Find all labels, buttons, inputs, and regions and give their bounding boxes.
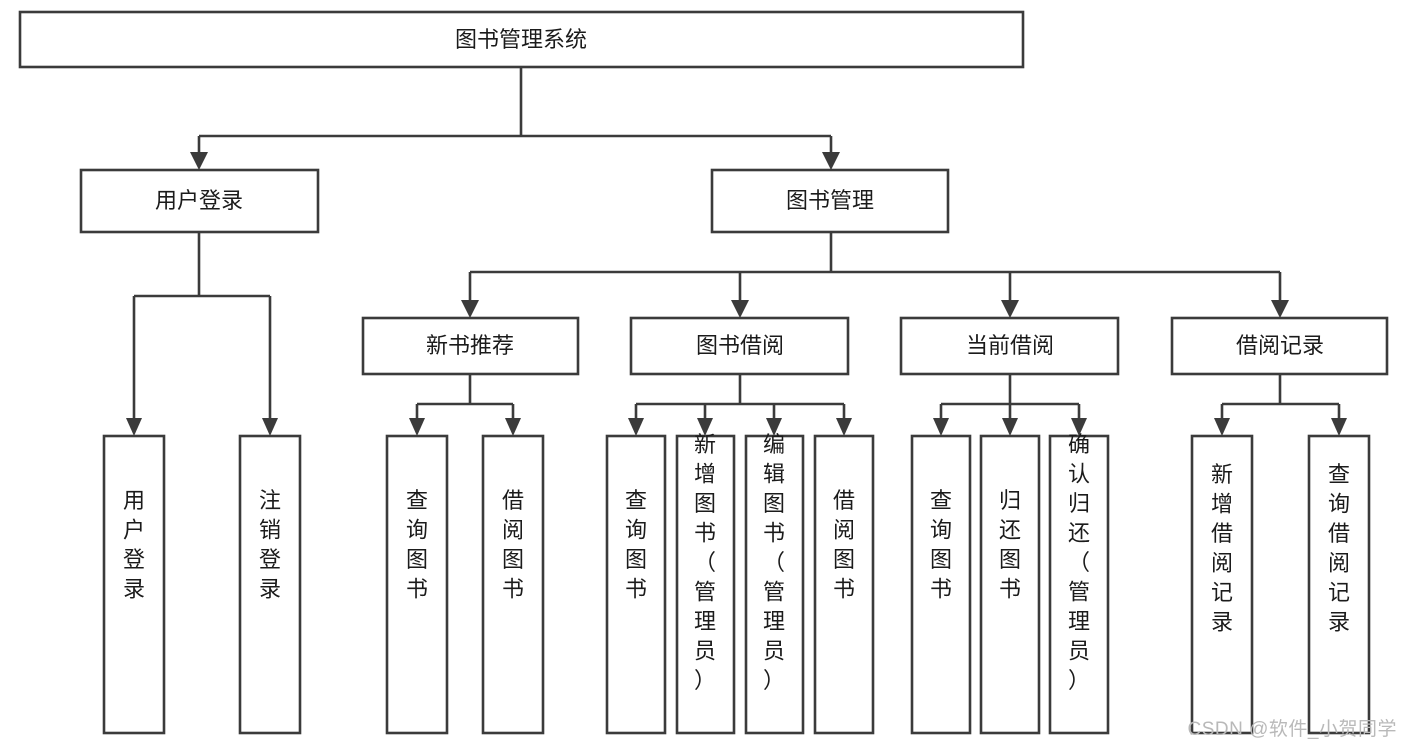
leaf-newbook-borrow-label: 借阅图书 xyxy=(502,488,524,602)
leaf-user-login[interactable]: 用户登录 xyxy=(102,434,166,735)
leaf-logout[interactable]: 注销登录 xyxy=(238,434,302,735)
arrowhead-records-leaf-1 xyxy=(1214,418,1230,436)
arrowhead-newbook-leaf-2 xyxy=(505,418,521,436)
arrowhead-book-borrow xyxy=(731,300,749,318)
node-book-borrow-label: 图书借阅 xyxy=(696,333,784,358)
leaf-newbook-query[interactable]: 查询图书 xyxy=(385,434,449,735)
arrowhead-borrow-record xyxy=(1271,300,1289,318)
arrowhead-user-login xyxy=(190,152,208,170)
node-borrow-record-label: 借阅记录 xyxy=(1236,333,1324,358)
arrowhead-borrow-leaf-3 xyxy=(766,418,782,436)
leaf-record-add[interactable]: 新增借阅记录 xyxy=(1190,434,1254,735)
arrowhead-records-leaf-2 xyxy=(1331,418,1347,436)
arrowhead-current-leaf-1 xyxy=(933,418,949,436)
leaf-logout-label: 注销登录 xyxy=(259,488,281,602)
leaf-borrow-query[interactable]: 查询图书 xyxy=(605,434,667,735)
leaf-current-query[interactable]: 查询图书 xyxy=(910,434,972,735)
leaf-record-query[interactable]: 查询借阅记录 xyxy=(1307,434,1371,735)
node-current-borrow-box[interactable] xyxy=(899,316,1120,376)
leaf-record-query-box[interactable] xyxy=(1307,434,1371,735)
node-new-book-recommend-label: 新书推荐 xyxy=(426,333,514,358)
node-borrow-record[interactable]: 借阅记录 xyxy=(1170,316,1389,376)
leaf-newbook-query-label: 查询图书 xyxy=(406,488,428,602)
leaf-current-return[interactable]: 归还图书 xyxy=(979,434,1041,735)
node-book-borrow[interactable]: 图书借阅 xyxy=(629,316,850,376)
node-current-borrow-label: 当前借阅 xyxy=(966,333,1054,358)
leaf-current-query-box[interactable] xyxy=(910,434,972,735)
leaf-borrow-add[interactable]: 新增图书（管理员） xyxy=(675,432,736,735)
leaf-current-confirm-label: 确认归还（管理员） xyxy=(1068,432,1090,693)
node-new-book-recommend[interactable]: 新书推荐 xyxy=(361,316,580,376)
leaf-newbook-borrow[interactable]: 借阅图书 xyxy=(481,434,545,735)
leaf-borrow-borrow-label: 借阅图书 xyxy=(833,488,855,602)
arrowhead-borrow-leaf-1 xyxy=(628,418,644,436)
leaf-borrow-borrow[interactable]: 借阅图书 xyxy=(813,434,875,735)
leaf-borrow-edit[interactable]: 编辑图书（管理员） xyxy=(744,432,805,735)
leaf-current-confirm[interactable]: 确认归还（管理员） xyxy=(1048,432,1110,735)
node-book-management[interactable]: 图书管理 xyxy=(710,168,950,234)
node-book-management-box[interactable] xyxy=(710,168,950,234)
leaf-borrow-add-box[interactable] xyxy=(675,434,736,735)
arrowhead-new-book xyxy=(461,300,479,318)
leaf-borrow-borrow-box[interactable] xyxy=(813,434,875,735)
node-user-login-label: 用户登录 xyxy=(155,188,243,213)
arrowhead-current-borrow xyxy=(1001,300,1019,318)
leaf-current-return-label: 归还图书 xyxy=(999,488,1021,602)
node-root-label: 图书管理系统 xyxy=(455,27,587,52)
leaf-user-login-box[interactable] xyxy=(102,434,166,735)
arrowhead-leaf-logout xyxy=(262,418,278,436)
node-book-borrow-box[interactable] xyxy=(629,316,850,376)
node-borrow-record-box[interactable] xyxy=(1170,316,1389,376)
node-new-book-recommend-box[interactable] xyxy=(361,316,580,376)
arrowhead-leaf-user-login xyxy=(126,418,142,436)
arrowhead-current-leaf-3 xyxy=(1071,418,1087,436)
csdn-watermark: CSDN @软件_小贺同学 xyxy=(1187,719,1397,740)
node-user-login[interactable]: 用户登录 xyxy=(79,168,320,234)
leaf-user-login-label: 用户登录 xyxy=(123,488,145,602)
node-user-login-box[interactable] xyxy=(79,168,320,234)
leaf-record-add-box[interactable] xyxy=(1190,434,1254,735)
leaf-newbook-query-box[interactable] xyxy=(385,434,449,735)
leaf-record-add-label: 新增借阅记录 xyxy=(1211,462,1233,635)
leaf-borrow-query-label: 查询图书 xyxy=(625,488,647,602)
node-book-management-label: 图书管理 xyxy=(786,188,874,213)
arrowhead-borrow-leaf-4 xyxy=(836,418,852,436)
leaf-current-return-box[interactable] xyxy=(979,434,1041,735)
leaf-borrow-edit-box[interactable] xyxy=(744,434,805,735)
node-root-box[interactable] xyxy=(18,10,1025,69)
connector-layer xyxy=(126,67,1347,436)
arrowhead-current-leaf-2 xyxy=(1002,418,1018,436)
leaf-borrow-edit-label: 编辑图书（管理员） xyxy=(763,432,785,693)
node-root[interactable]: 图书管理系统 xyxy=(18,10,1025,69)
leaf-logout-box[interactable] xyxy=(238,434,302,735)
leaf-current-confirm-box[interactable] xyxy=(1048,434,1110,735)
leaf-record-query-label: 查询借阅记录 xyxy=(1328,462,1350,635)
leaf-current-query-label: 查询图书 xyxy=(930,488,952,602)
node-current-borrow[interactable]: 当前借阅 xyxy=(899,316,1120,376)
leaf-newbook-borrow-box[interactable] xyxy=(481,434,545,735)
leaf-borrow-query-box[interactable] xyxy=(605,434,667,735)
arrowhead-borrow-leaf-2 xyxy=(697,418,713,436)
leaf-borrow-add-label: 新增图书（管理员） xyxy=(694,432,716,693)
arrowhead-book-mgmt xyxy=(822,152,840,170)
arrowhead-newbook-leaf-1 xyxy=(409,418,425,436)
